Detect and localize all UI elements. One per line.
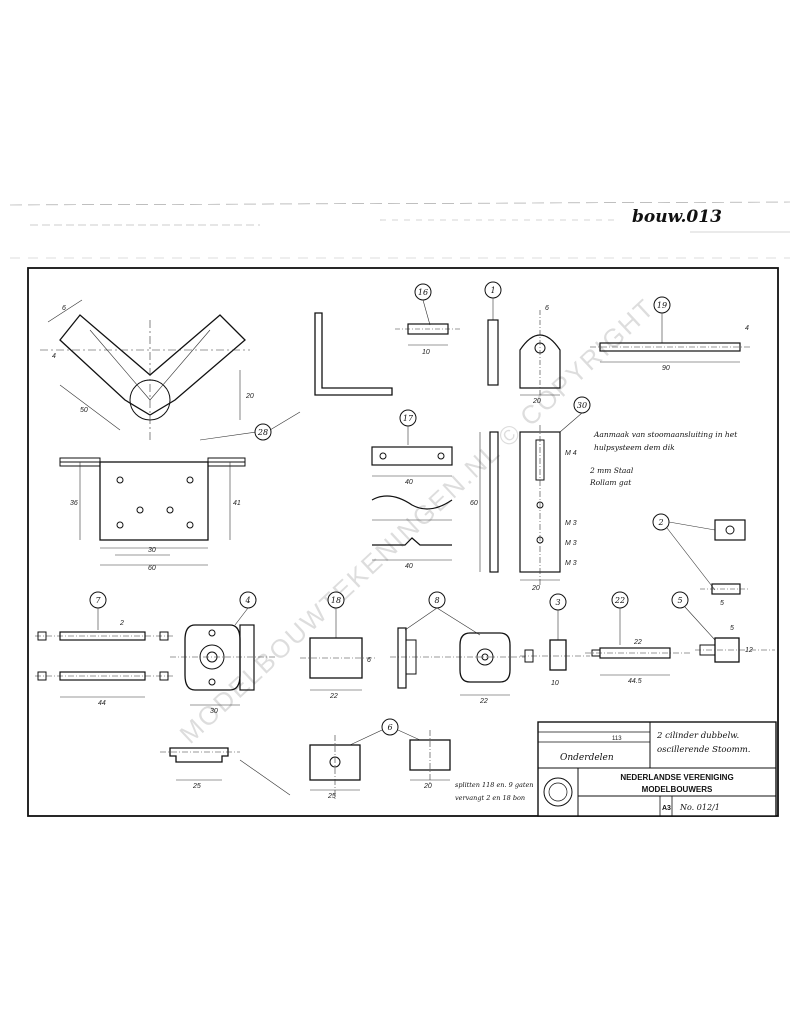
part-bubble-2: 2	[657, 518, 663, 527]
title-block-org-line2: MODELBOUWERS	[642, 785, 713, 794]
title-block-org-line1: NEDERLANDSE VERENIGING	[620, 773, 733, 782]
part-6-drawing: 25 20	[309, 730, 451, 800]
title-block-parts-title: Onderdelen	[560, 753, 614, 763]
svg-text:6: 6	[545, 305, 549, 312]
note-bottom-line2: vervangt 2 en 18 bon	[455, 794, 525, 802]
part-8-drawing: 22	[390, 627, 525, 705]
svg-text:36: 36	[70, 500, 78, 507]
part-bubble-28: 28	[257, 428, 268, 437]
part-17-drawing: 40 40	[371, 446, 453, 570]
part-2-drawing: 5	[700, 519, 750, 607]
title-block	[537, 721, 777, 817]
title-block-drawing-number: No. 012/1	[679, 803, 720, 812]
svg-text:40: 40	[405, 479, 413, 486]
svg-text:6: 6	[367, 657, 371, 664]
svg-text:20: 20	[423, 783, 432, 790]
part-v-bracket-drawing: 6 4 20 50	[40, 299, 254, 440]
part-bubble-19: 19	[657, 301, 667, 310]
part-small-bracket-drawing: 25	[160, 747, 291, 796]
svg-text:M 3: M 3	[565, 540, 577, 547]
svg-text:40: 40	[405, 563, 413, 570]
svg-text:10: 10	[551, 680, 559, 687]
note-steel-line2: Rollam gat	[589, 478, 632, 487]
part-5-drawing: 12 5	[695, 625, 775, 663]
title-block-number-field: 113	[612, 736, 622, 742]
part-bubble-7: 7	[95, 596, 101, 605]
part-4-drawing: 30	[170, 624, 275, 715]
title-block-sheet-size: A3	[662, 805, 671, 812]
svg-text:25: 25	[192, 783, 201, 790]
copyright-watermark: MODELBOUWTEKENINGEN.NL © COPYRIGHT	[174, 292, 661, 749]
svg-text:20: 20	[531, 585, 540, 592]
svg-text:M 3: M 3	[565, 520, 577, 527]
part-bubble-4: 4	[244, 596, 250, 605]
svg-text:20: 20	[532, 398, 541, 405]
svg-text:2: 2	[119, 620, 124, 627]
svg-text:60: 60	[148, 565, 156, 572]
svg-text:50: 50	[80, 407, 88, 414]
part-19-rod-drawing: 90 4	[590, 325, 752, 372]
svg-text:20: 20	[245, 393, 254, 400]
svg-text:4: 4	[745, 325, 749, 332]
svg-text:4: 4	[52, 353, 56, 360]
svg-text:M 4: M 4	[565, 450, 577, 457]
svg-text:44: 44	[98, 700, 106, 707]
svg-text:44.5: 44.5	[628, 678, 642, 685]
note-bottom-line1: splitten 118 en. 9 gaten	[455, 781, 534, 789]
svg-text:6: 6	[62, 305, 66, 312]
svg-text:5: 5	[730, 625, 734, 632]
title-block-drawing-title-line2: oscillerende Stoomm.	[657, 745, 750, 755]
part-bubble-3: 3	[555, 598, 560, 607]
part-bubble-5: 5	[677, 596, 682, 605]
part-bubble-6: 6	[387, 723, 392, 732]
svg-text:M 3: M 3	[565, 560, 577, 567]
corner-drawing-code: bouw.013	[632, 207, 722, 227]
svg-text:41: 41	[233, 500, 241, 507]
svg-text:22: 22	[633, 639, 642, 646]
part-16-drawing: 10	[395, 323, 460, 356]
svg-text:25: 25	[327, 793, 336, 800]
part-angle-profile	[314, 312, 393, 396]
svg-text:90: 90	[662, 365, 670, 372]
note-steam-connection-line2: hulpsysteem dem dik	[594, 443, 675, 452]
part-3-drawing: 10	[520, 639, 590, 687]
note-steam-connection-line1: Aanmaak van stoomaansluiting in het	[593, 430, 738, 439]
part-bubble-22: 22	[614, 596, 625, 605]
svg-text:30: 30	[210, 708, 218, 715]
svg-text:22: 22	[329, 693, 338, 700]
svg-text:60: 60	[470, 500, 478, 507]
part-22-drawing: 44.5 22	[585, 639, 690, 685]
part-base-plate-drawing: 30 60 36 41	[59, 457, 246, 572]
drawing-frame	[27, 267, 779, 817]
svg-text:12: 12	[745, 647, 753, 654]
part-bubble-17: 17	[403, 414, 414, 423]
part-7-drawing: 44 2	[35, 620, 175, 707]
part-18-drawing: 22 6	[300, 637, 375, 700]
header-strip	[9, 201, 791, 259]
part-bubble-30: 30	[577, 401, 587, 410]
part-bubble-1: 1	[490, 286, 495, 295]
part-bubble-8: 8	[434, 596, 439, 605]
note-steel-line1: 2 mm Staal	[589, 466, 634, 475]
svg-text:30: 30	[148, 547, 156, 554]
svg-text:10: 10	[422, 349, 430, 356]
title-block-drawing-title-line1: 2 cilinder dubbelw.	[656, 731, 739, 741]
svg-text:5: 5	[720, 600, 724, 607]
part-bubble-18: 18	[331, 596, 341, 605]
svg-text:22: 22	[479, 698, 488, 705]
part-30-drawing: 60 20 M 4 M 3 M 3 M 3	[470, 425, 577, 592]
part-bubble-16: 16	[418, 288, 428, 297]
part-1-drawing: 20 6	[487, 305, 561, 405]
